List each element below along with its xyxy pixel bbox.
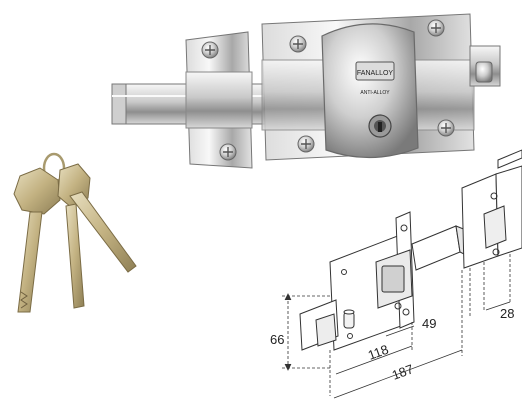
screw-icon bbox=[400, 224, 408, 232]
dimension-keeper-width-label: 28 bbox=[500, 306, 514, 321]
lock-cylinder-housing: FANALLOY ANTI-ALLOY bbox=[321, 23, 419, 159]
lock-photo: FANALLOY ANTI-ALLOY bbox=[111, 13, 501, 169]
key-icon bbox=[57, 163, 91, 309]
keyhole-icon bbox=[394, 302, 402, 310]
dimension-cylinder-offset-label: 49 bbox=[422, 316, 436, 331]
dimension-labels: 66 118 49 187 28 bbox=[270, 306, 514, 383]
dimension-body-length-label: 118 bbox=[366, 342, 391, 363]
screw-icon bbox=[490, 192, 498, 200]
dimension-lines bbox=[282, 254, 511, 399]
lock-knob bbox=[469, 45, 501, 87]
keys-photo bbox=[13, 152, 137, 313]
screw-icon bbox=[402, 308, 410, 316]
technical-drawing bbox=[282, 149, 522, 399]
lock-left-bracket bbox=[185, 31, 253, 169]
drawing-lock-body bbox=[329, 211, 415, 351]
key-icon bbox=[69, 191, 137, 273]
screw-icon bbox=[347, 333, 353, 339]
screw-icon bbox=[492, 248, 500, 256]
key-icon bbox=[13, 167, 61, 313]
drawing-keeper bbox=[461, 149, 522, 269]
screw-icon bbox=[341, 269, 347, 275]
drawing-knob bbox=[343, 309, 355, 329]
lock-model-mark: ANTI-ALLOY bbox=[360, 90, 390, 96]
dimension-overall-length-label: 187 bbox=[390, 361, 416, 383]
dimension-height-label: 66 bbox=[270, 332, 284, 347]
lock-brand-mark: FANALLOY bbox=[357, 70, 394, 77]
